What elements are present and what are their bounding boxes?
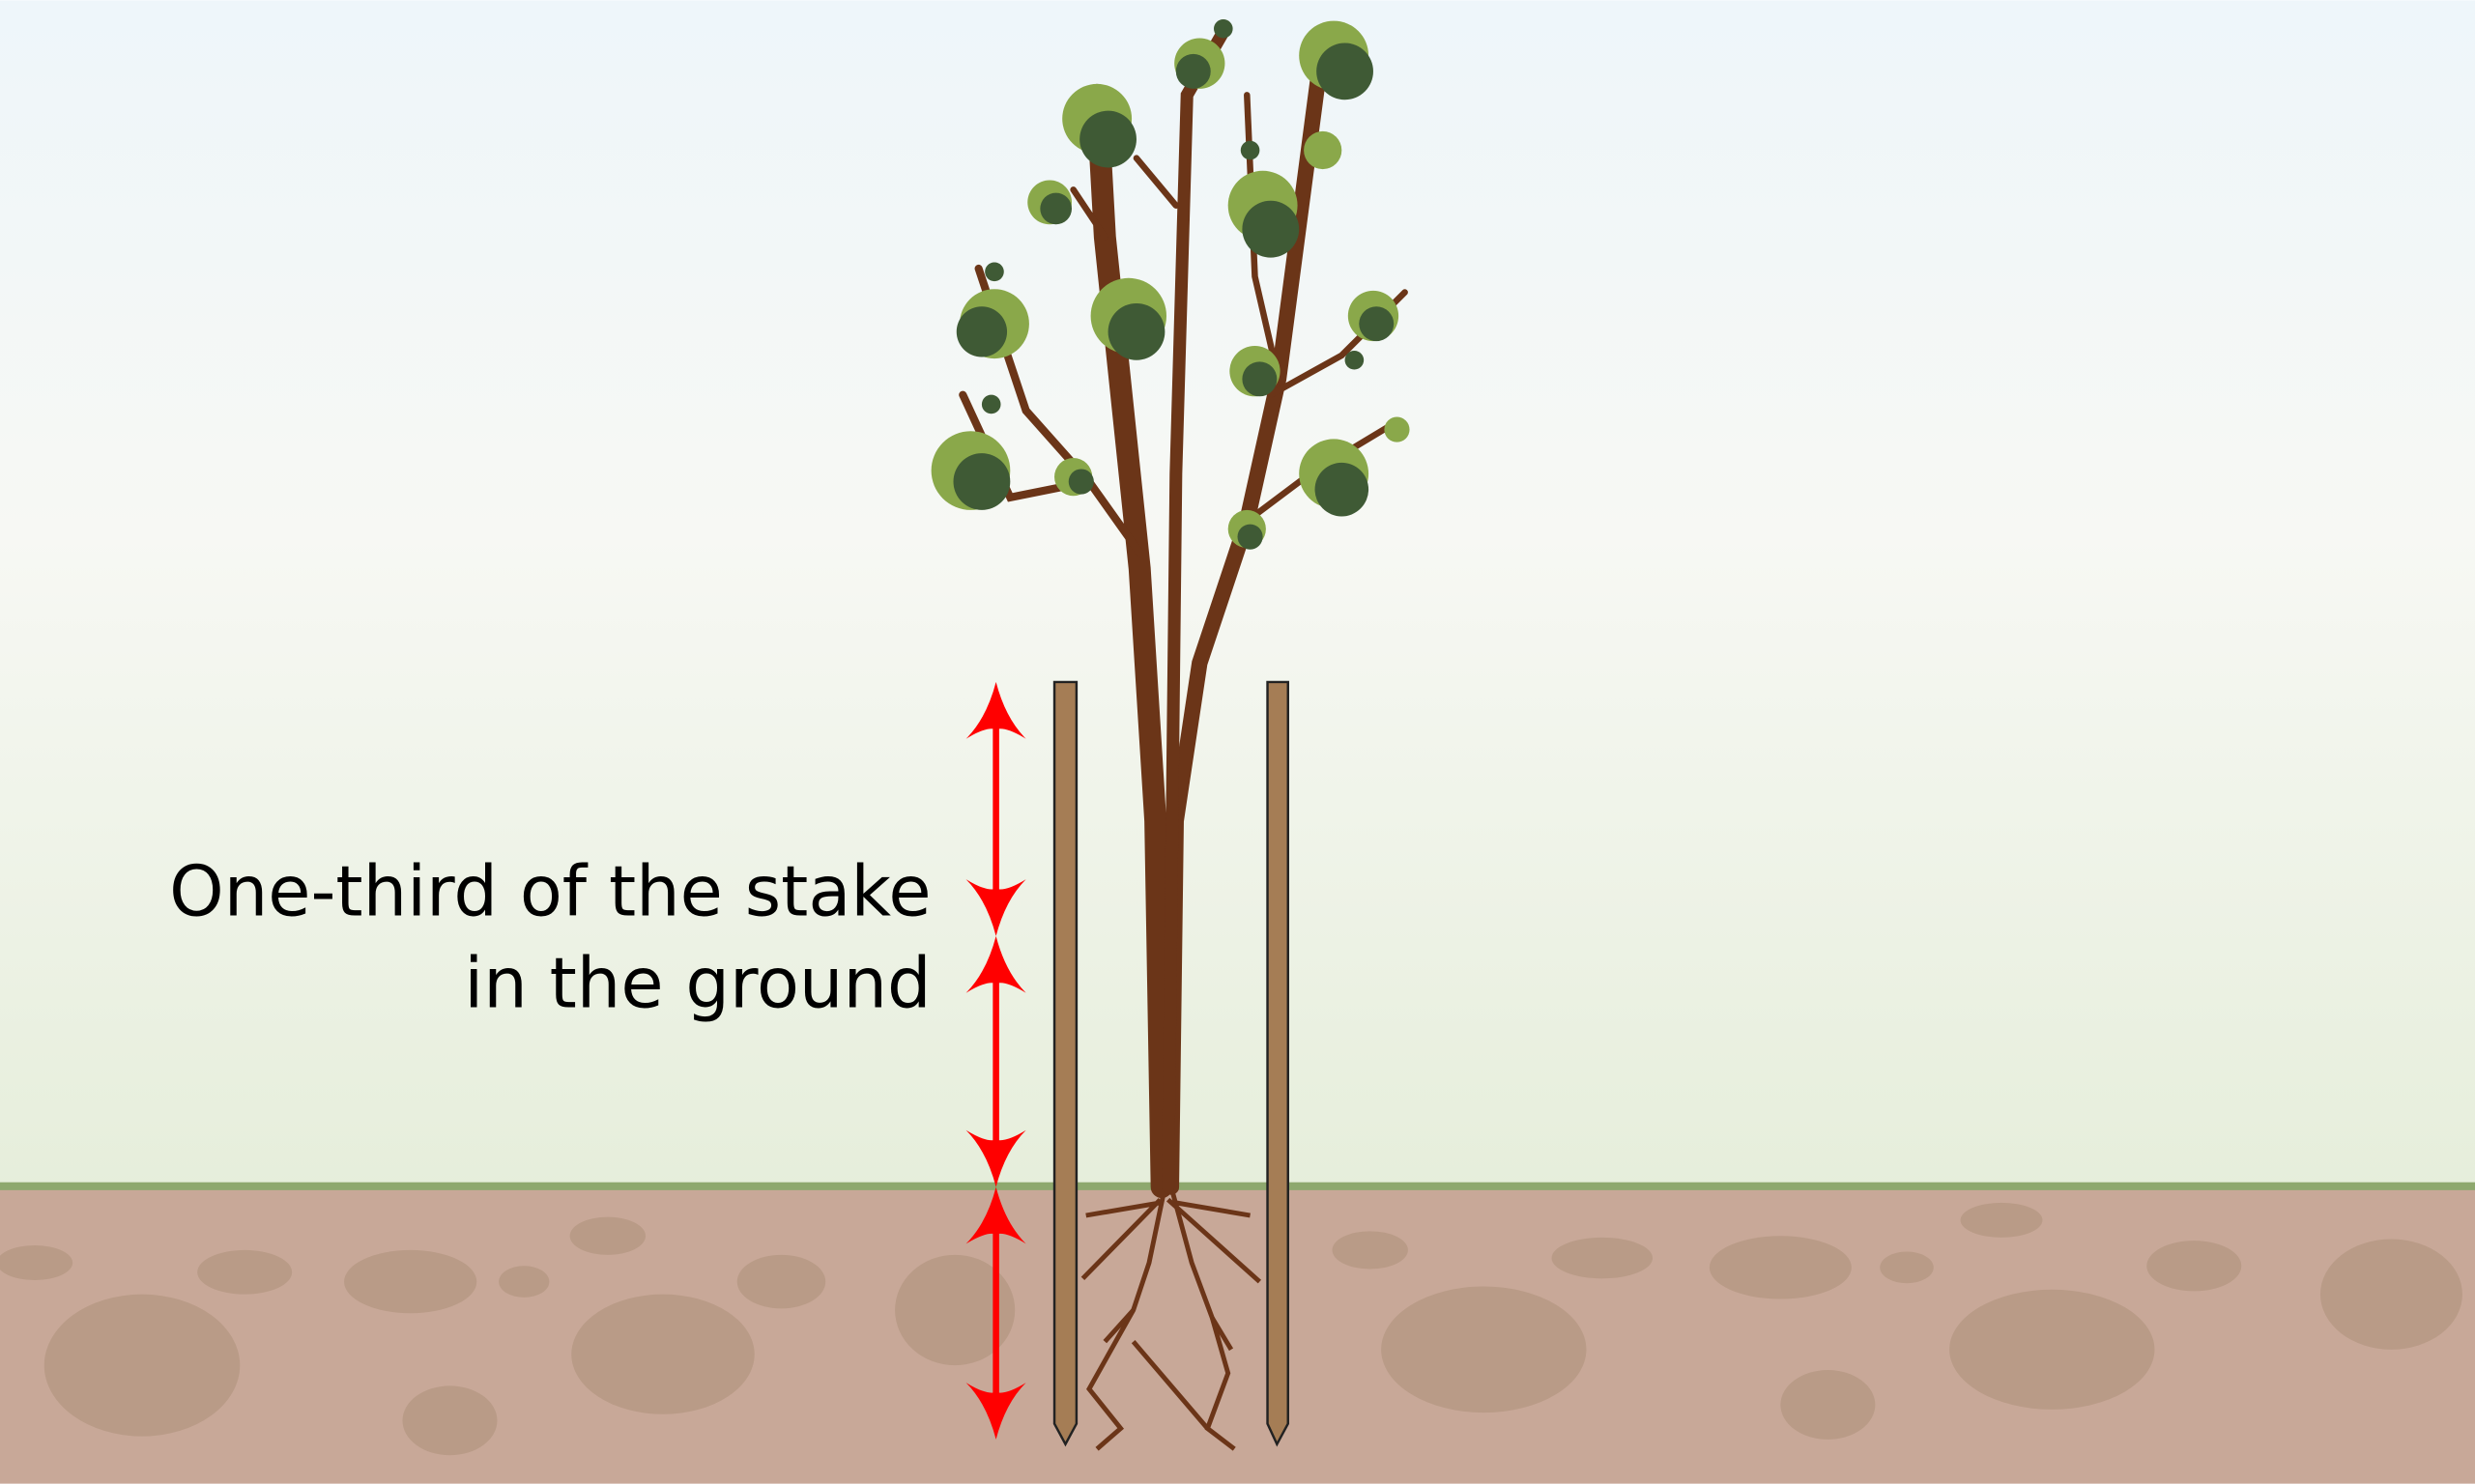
grass-line (0, 1182, 2475, 1190)
label-line-2: in the ground (464, 942, 931, 1023)
arrow-upper (965, 681, 1026, 936)
left-stake (1052, 680, 1079, 1447)
tree (931, 18, 1410, 1451)
stakes (1052, 680, 1289, 1447)
measurement-arrows (965, 681, 1026, 1440)
sky (0, 0, 2475, 1187)
arrow-middle (965, 935, 1026, 1187)
label-line-1: One-third of the stake (169, 851, 931, 932)
leaves (931, 18, 1410, 550)
roots (1080, 1185, 1262, 1451)
arrow-lower (965, 1186, 1026, 1440)
right-stake (1266, 680, 1289, 1447)
stones (0, 1202, 2462, 1456)
